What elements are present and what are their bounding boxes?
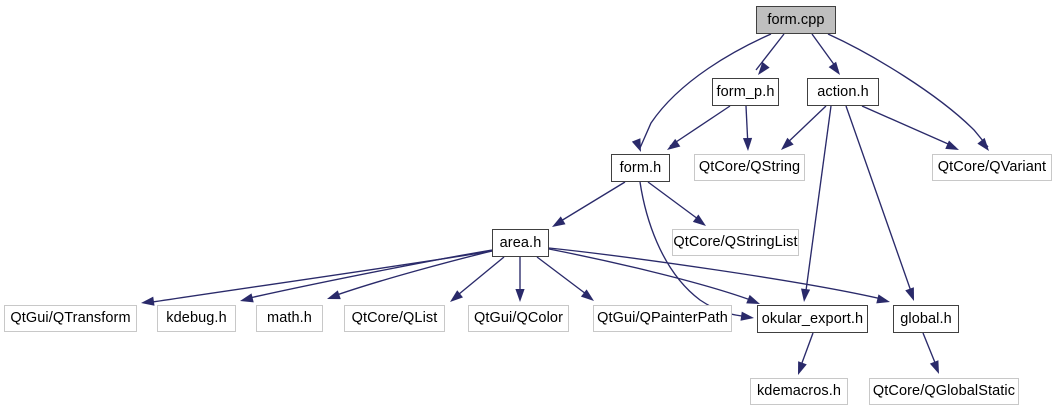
edge-form_cpp-to-form_p_h bbox=[755, 33, 785, 71]
edge-action_h-to-qvariant bbox=[861, 105, 956, 148]
arrowhead-area_h-to-okular_export bbox=[746, 294, 760, 304]
arrowhead-form_h-to-okular_export bbox=[740, 311, 754, 321]
graph-node-label: QtGui/QTransform bbox=[10, 310, 131, 327]
graph-node-label: area.h bbox=[499, 234, 542, 251]
graph-node-label: QtCore/QList bbox=[351, 310, 438, 327]
arrowhead-action_h-to-okular_export bbox=[801, 288, 811, 302]
edge-form_p_h-to-form_h bbox=[669, 105, 731, 147]
arrowhead-form_p_h-to-qstring bbox=[742, 137, 753, 151]
graph-node-qglobalstatic[interactable]: QtCore/QGlobalStatic bbox=[869, 378, 1019, 405]
graph-node-label: okular_export.h bbox=[761, 310, 864, 327]
arrowhead-action_h-to-qstring bbox=[781, 137, 794, 150]
graph-node-label: QtCore/QStringList bbox=[673, 234, 798, 251]
graph-node-label: form.h bbox=[619, 159, 662, 176]
arrowhead-form_cpp-to-action_h bbox=[828, 61, 840, 75]
graph-node-label: QtCore/QString bbox=[698, 159, 801, 176]
arrowhead-area_h-to-math_h bbox=[327, 290, 341, 300]
arrowhead-form_h-to-qstringlist bbox=[692, 214, 706, 226]
edge-form_cpp-to-qvariant bbox=[827, 33, 989, 148]
edge-action_h-to-global_h bbox=[845, 105, 914, 298]
graph-node-label: QtCore/QGlobalStatic bbox=[872, 383, 1016, 400]
arrowhead-form_cpp-to-qvariant bbox=[977, 137, 989, 151]
graph-node-label: kdemacros.h bbox=[756, 383, 842, 400]
graph-node-kdemacros[interactable]: kdemacros.h bbox=[750, 378, 848, 405]
edge-area_h-to-okular_export bbox=[548, 248, 757, 303]
graph-node-form_cpp[interactable]: form.cpp bbox=[756, 6, 836, 34]
graph-node-label: math.h bbox=[267, 310, 312, 327]
arrowhead-area_h-to-qlist bbox=[450, 290, 463, 302]
graph-node-label: kdebug.h bbox=[166, 310, 227, 327]
graph-node-form_p_h[interactable]: form_p.h bbox=[712, 78, 779, 106]
arrowhead-form_p_h-to-form_h bbox=[667, 138, 681, 150]
arrowhead-action_h-to-qvariant bbox=[945, 140, 959, 150]
arrowhead-global_h-to-qglobalstatic bbox=[929, 360, 939, 374]
graph-node-qstring[interactable]: QtCore/QString bbox=[694, 154, 805, 181]
graph-node-label: QtGui/QPainterPath bbox=[597, 310, 728, 327]
graph-node-label: action.h bbox=[817, 83, 869, 100]
edge-area_h-to-math_h bbox=[330, 250, 493, 298]
arrowhead-area_h-to-qcolor bbox=[515, 289, 525, 302]
graph-node-label: QtGui/QColor bbox=[473, 310, 564, 327]
graph-node-math_h[interactable]: math.h bbox=[256, 305, 323, 332]
arrowhead-form_cpp-to-form_p_h bbox=[758, 61, 770, 75]
arrowhead-form_cpp-to-form_h bbox=[631, 138, 641, 152]
edge-form_cpp-to-form_h bbox=[639, 33, 772, 149]
graph-node-form_h[interactable]: form.h bbox=[611, 154, 670, 182]
graph-node-kdebug_h[interactable]: kdebug.h bbox=[157, 305, 236, 332]
graph-node-qstringlist[interactable]: QtCore/QStringList bbox=[672, 229, 799, 256]
graph-node-global_h[interactable]: global.h bbox=[893, 305, 959, 333]
graph-node-label: form_p.h bbox=[716, 83, 775, 100]
edge-area_h-to-global_h bbox=[548, 247, 887, 301]
arrowhead-area_h-to-qpainterpath bbox=[580, 289, 594, 301]
edge-form_h-to-qstringlist bbox=[647, 181, 703, 223]
edge-area_h-to-kdebug_h bbox=[244, 249, 493, 300]
edge-action_h-to-qstring bbox=[783, 105, 827, 147]
arrowhead-okular_export-to-kdemacros bbox=[798, 361, 807, 375]
graph-node-label: global.h bbox=[900, 310, 952, 327]
edge-action_h-to-okular_export bbox=[804, 105, 832, 299]
graph-node-okular_export[interactable]: okular_export.h bbox=[757, 305, 868, 333]
graph-node-qcolor[interactable]: QtGui/QColor bbox=[468, 305, 569, 332]
arrowhead-action_h-to-global_h bbox=[905, 287, 914, 301]
arrowhead-form_h-to-area_h bbox=[552, 216, 566, 227]
edge-area_h-to-qlist bbox=[452, 256, 505, 300]
graph-node-label: form.cpp bbox=[767, 11, 825, 28]
edge-area_h-to-qpainterpath bbox=[536, 256, 591, 298]
arrowhead-area_h-to-kdebug_h bbox=[240, 293, 254, 303]
arrowhead-area_h-to-global_h bbox=[876, 294, 890, 304]
graph-node-qpainterpath[interactable]: QtGui/QPainterPath bbox=[593, 305, 732, 332]
graph-node-area_h[interactable]: area.h bbox=[492, 229, 549, 257]
graph-node-qtransform[interactable]: QtGui/QTransform bbox=[4, 305, 137, 332]
arrowhead-area_h-to-qtransform bbox=[141, 296, 155, 306]
graph-node-action_h[interactable]: action.h bbox=[807, 78, 879, 106]
graph-node-label: QtCore/QVariant bbox=[937, 159, 1047, 176]
edge-form_h-to-area_h bbox=[555, 181, 626, 225]
graph-node-qvariant[interactable]: QtCore/QVariant bbox=[932, 154, 1052, 181]
graph-node-qlist[interactable]: QtCore/QList bbox=[344, 305, 445, 332]
